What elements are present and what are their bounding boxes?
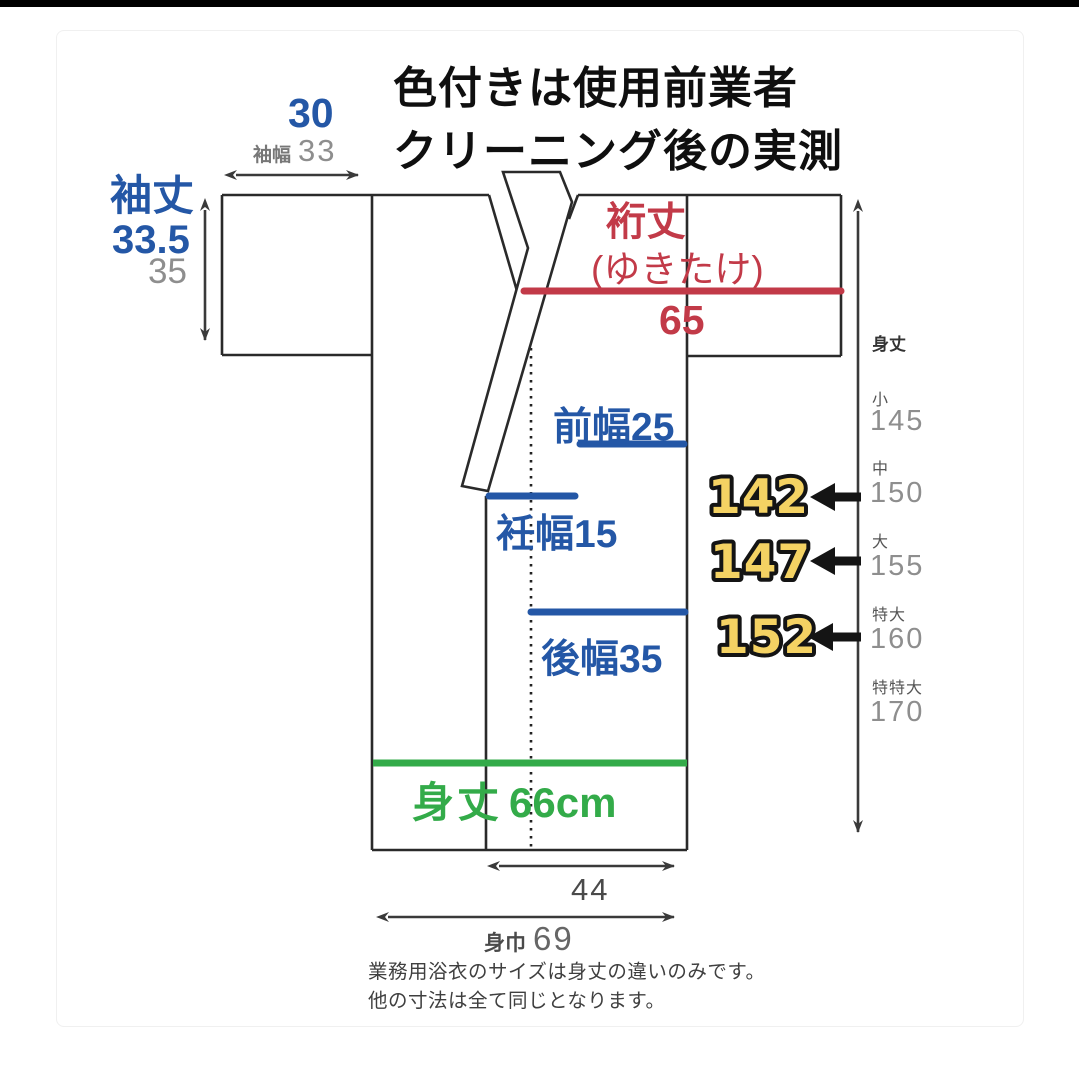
footnote-line1: 業務用浴衣のサイズは身丈の違いのみです。 <box>368 961 766 983</box>
measured-arrow-152 <box>808 623 861 651</box>
sleeve-length-original: 35 <box>148 252 187 291</box>
sleeve-width-group: 袖幅 33 <box>253 133 337 169</box>
yuki-value: 65 <box>659 297 705 343</box>
title-line2: クリーニング後の実測 <box>393 127 843 176</box>
body-width-value: 69 <box>533 920 574 957</box>
size-value-xxlarge: 170 <box>870 696 925 728</box>
title: 色付きは使用前業者 クリーニング後の実測 <box>393 57 843 183</box>
size-label-xlarge: 特大 <box>872 607 907 624</box>
sleeve-width-original: 33 <box>298 133 337 168</box>
photo-card-border <box>56 30 1024 1027</box>
front-panel-width-value: 44 <box>571 872 610 907</box>
top-black-bar <box>0 0 1079 7</box>
body-length-green-group: 身丈 66cm <box>412 769 616 830</box>
footnote-line2: 他の寸法は全て同じとなります。 <box>368 990 666 1012</box>
okumi-width-label: 衽幅15 <box>496 513 618 556</box>
axis-label: 身丈 <box>872 335 906 354</box>
back-width-label: 後幅35 <box>541 638 663 681</box>
size-label-xxlarge: 特特大 <box>872 680 924 697</box>
title-line1: 色付きは使用前業者 <box>393 64 798 113</box>
sleeve-length-label: 袖丈 <box>110 172 195 219</box>
front-width-label: 前幅25 <box>553 406 675 449</box>
measured-arrow-142 <box>810 483 861 511</box>
measured-value-142: 142 <box>708 470 809 525</box>
footnote: 業務用浴衣のサイズは身丈の違いのみです。 他の寸法は全て同じとなります。 <box>368 958 765 1016</box>
measured-value-152: 152 <box>716 610 817 665</box>
yuki-label: 裄丈 <box>606 200 686 244</box>
sleeve-width-measured: 30 <box>288 90 334 136</box>
yuki-reading: (ゆきたけ) <box>591 249 764 290</box>
size-label-small: 小 <box>872 392 890 409</box>
body-width-group: 身巾 69 <box>484 920 574 958</box>
size-value-small: 145 <box>870 405 925 437</box>
collar-band <box>460 170 574 493</box>
size-value-medium: 150 <box>870 477 925 509</box>
measured-arrow-147 <box>810 547 861 575</box>
size-value-xlarge: 160 <box>870 623 925 655</box>
body-length-green-value: 66cm <box>509 779 617 826</box>
body-length-green-label: 身丈 <box>412 779 503 826</box>
kimono-outline <box>220 193 843 852</box>
size-value-large: 155 <box>870 550 925 582</box>
body-width-label: 身巾 <box>484 932 526 955</box>
size-label-medium: 中 <box>872 461 890 478</box>
size-label-large: 大 <box>872 534 890 551</box>
sleeve-length-measured: 33.5 <box>112 218 190 262</box>
measured-value-147: 147 <box>710 535 811 590</box>
sleeve-width-label: 袖幅 <box>253 145 292 166</box>
